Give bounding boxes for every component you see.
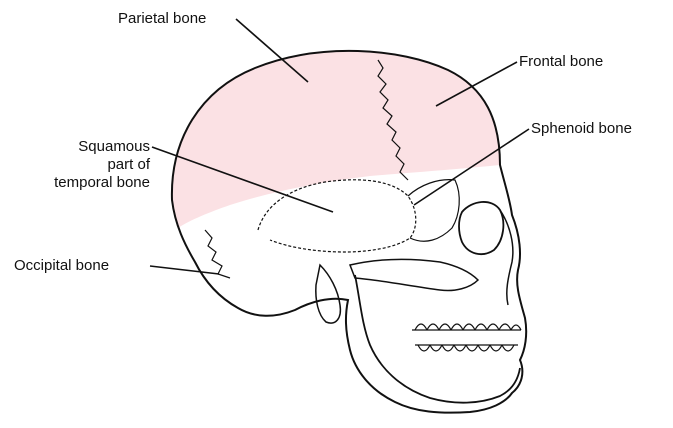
label-squamous-line-2: part of [4,156,150,174]
orbit [459,202,503,254]
mandible [355,275,520,403]
lambdoid-suture [205,230,230,278]
lower-teeth [415,345,518,351]
label-sphenoid-bone: Sphenoid bone [531,120,632,138]
highlighted-cranial-region [172,51,500,228]
mastoid-process [316,265,341,323]
label-squamous-line-3: temporal bone [4,174,150,192]
leader-line-occipital [150,266,219,274]
zygomatic-arch [350,259,478,290]
label-squamous-temporal-bone: Squamous part of temporal bone [4,138,150,192]
label-squamous-line-1: Squamous [4,138,150,156]
sphenoid-boundary [408,180,459,242]
label-frontal-bone: Frontal bone [519,53,603,71]
label-occipital-bone: Occipital bone [14,257,109,275]
nasal-maxilla [500,210,513,305]
label-parietal-bone: Parietal bone [118,10,206,28]
upper-teeth [412,324,521,330]
